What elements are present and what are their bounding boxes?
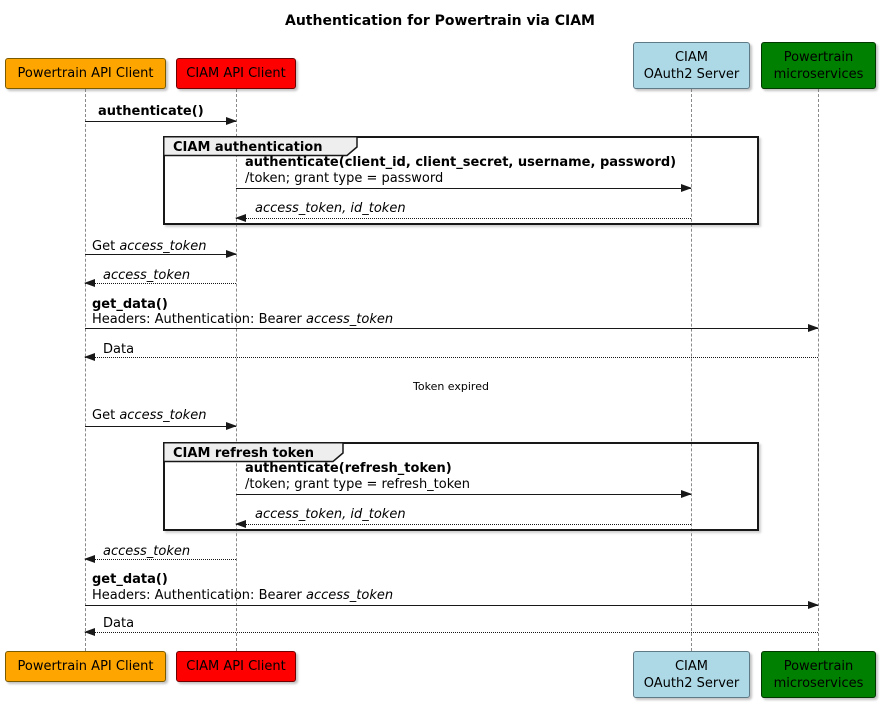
lifeline-powertrain-microservices [818,89,819,651]
message-token-return-label: access_token, id_token [255,507,406,522]
message-auth-request-line2: /token; grant type = password [245,171,444,186]
message-refresh-request-line2: /token; grant type = refresh_token [245,477,471,492]
arrow-data-return [84,628,818,636]
participant-label: Powertrain API Client [17,66,154,81]
message-access-token-return-label: access_token [103,268,191,283]
message-headers-label: Headers: Authentication: Bearer access_t… [92,588,394,603]
arrow-data-return [84,353,818,361]
arrow-token-return [235,520,691,528]
participant-powertrain-microservices-bottom: Powertrain microservices [761,651,876,698]
participant-label-line2: OAuth2 Server [643,675,740,691]
arrow-get-access-token [85,250,237,258]
participant-label: CIAM API Client [186,66,286,81]
arrowhead-icon [84,353,95,361]
arrowhead-icon [226,117,237,125]
participant-ciam-oauth2-server-bottom: CIAM OAuth2 Server [633,651,750,698]
frame-header-pentagon-icon: CIAM refresh token [163,442,344,463]
arrow-token-return [235,214,691,222]
frame-header-pentagon-icon: CIAM authentication [163,136,358,157]
arrow-authenticate [85,117,237,125]
participant-label: Powertrain API Client [17,659,154,674]
participant-ciam-api-client-top: CIAM API Client [176,58,296,89]
participant-label-line1: Powertrain [783,658,854,674]
frame-title: CIAM authentication [173,140,322,155]
arrow-access-token-return [84,555,236,563]
delay-note: Token expired [413,380,489,393]
diagram-title: Authentication for Powertrain via CIAM [285,13,595,29]
message-data-return-label: Data [103,616,135,631]
participant-label-line2: OAuth2 Server [643,66,740,82]
message-refresh-request-line1: authenticate(refresh_token) [245,461,452,476]
arrowhead-icon [681,184,692,192]
arrow-get-data [85,601,819,609]
arrowhead-icon [808,324,819,332]
frame-ciam-refresh-token: CIAM refresh token [163,442,759,531]
message-authenticate-label: authenticate() [98,104,204,119]
participant-label: CIAM API Client [186,659,286,674]
arrow-auth-request [236,184,692,192]
frame-title: CIAM refresh token [173,446,314,461]
message-get-access-token-label: Get access_token [92,239,207,254]
arrowhead-icon [84,279,95,287]
message-data-return-label: Data [103,342,135,357]
participant-label-line1: Powertrain [783,49,854,65]
frame-ciam-authentication: CIAM authentication [163,136,759,225]
message-token-return-label: access_token, id_token [255,201,406,216]
participant-powertrain-microservices-top: Powertrain microservices [761,42,876,89]
message-auth-request-line1: authenticate(client_id, client_secret, u… [245,155,677,170]
participant-ciam-oauth2-server-top: CIAM OAuth2 Server [633,42,750,89]
arrowhead-icon [84,555,95,563]
participant-ciam-api-client-bottom: CIAM API Client [176,651,296,682]
participant-label-line2: microservices [773,66,864,82]
arrow-refresh-request [236,490,692,498]
lifeline-powertrain-api-client [85,89,86,651]
arrowhead-icon [235,214,246,222]
participant-label-line1: CIAM [674,49,709,65]
arrowhead-icon [226,422,237,430]
lifeline-ciam-api-client [236,89,237,651]
arrow-get-access-token [85,422,237,430]
arrow-access-token-return [84,279,236,287]
arrow-get-data [85,324,819,332]
participant-label-line2: microservices [773,675,864,691]
arrowhead-icon [84,628,95,636]
participant-label-line1: CIAM [674,658,709,674]
message-headers-label: Headers: Authentication: Bearer access_t… [92,312,394,327]
arrowhead-icon [235,520,246,528]
participant-powertrain-api-client-top: Powertrain API Client [5,58,166,89]
message-get-data-label: get_data() [92,297,168,312]
message-get-access-token-label: Get access_token [92,408,207,423]
lifeline-ciam-oauth2-server [691,89,692,651]
participant-powertrain-api-client-bottom: Powertrain API Client [5,651,166,682]
arrowhead-icon [808,601,819,609]
message-access-token-return-label: access_token [103,544,191,559]
message-get-data-label: get_data() [92,572,168,587]
arrowhead-icon [681,490,692,498]
arrowhead-icon [226,250,237,258]
